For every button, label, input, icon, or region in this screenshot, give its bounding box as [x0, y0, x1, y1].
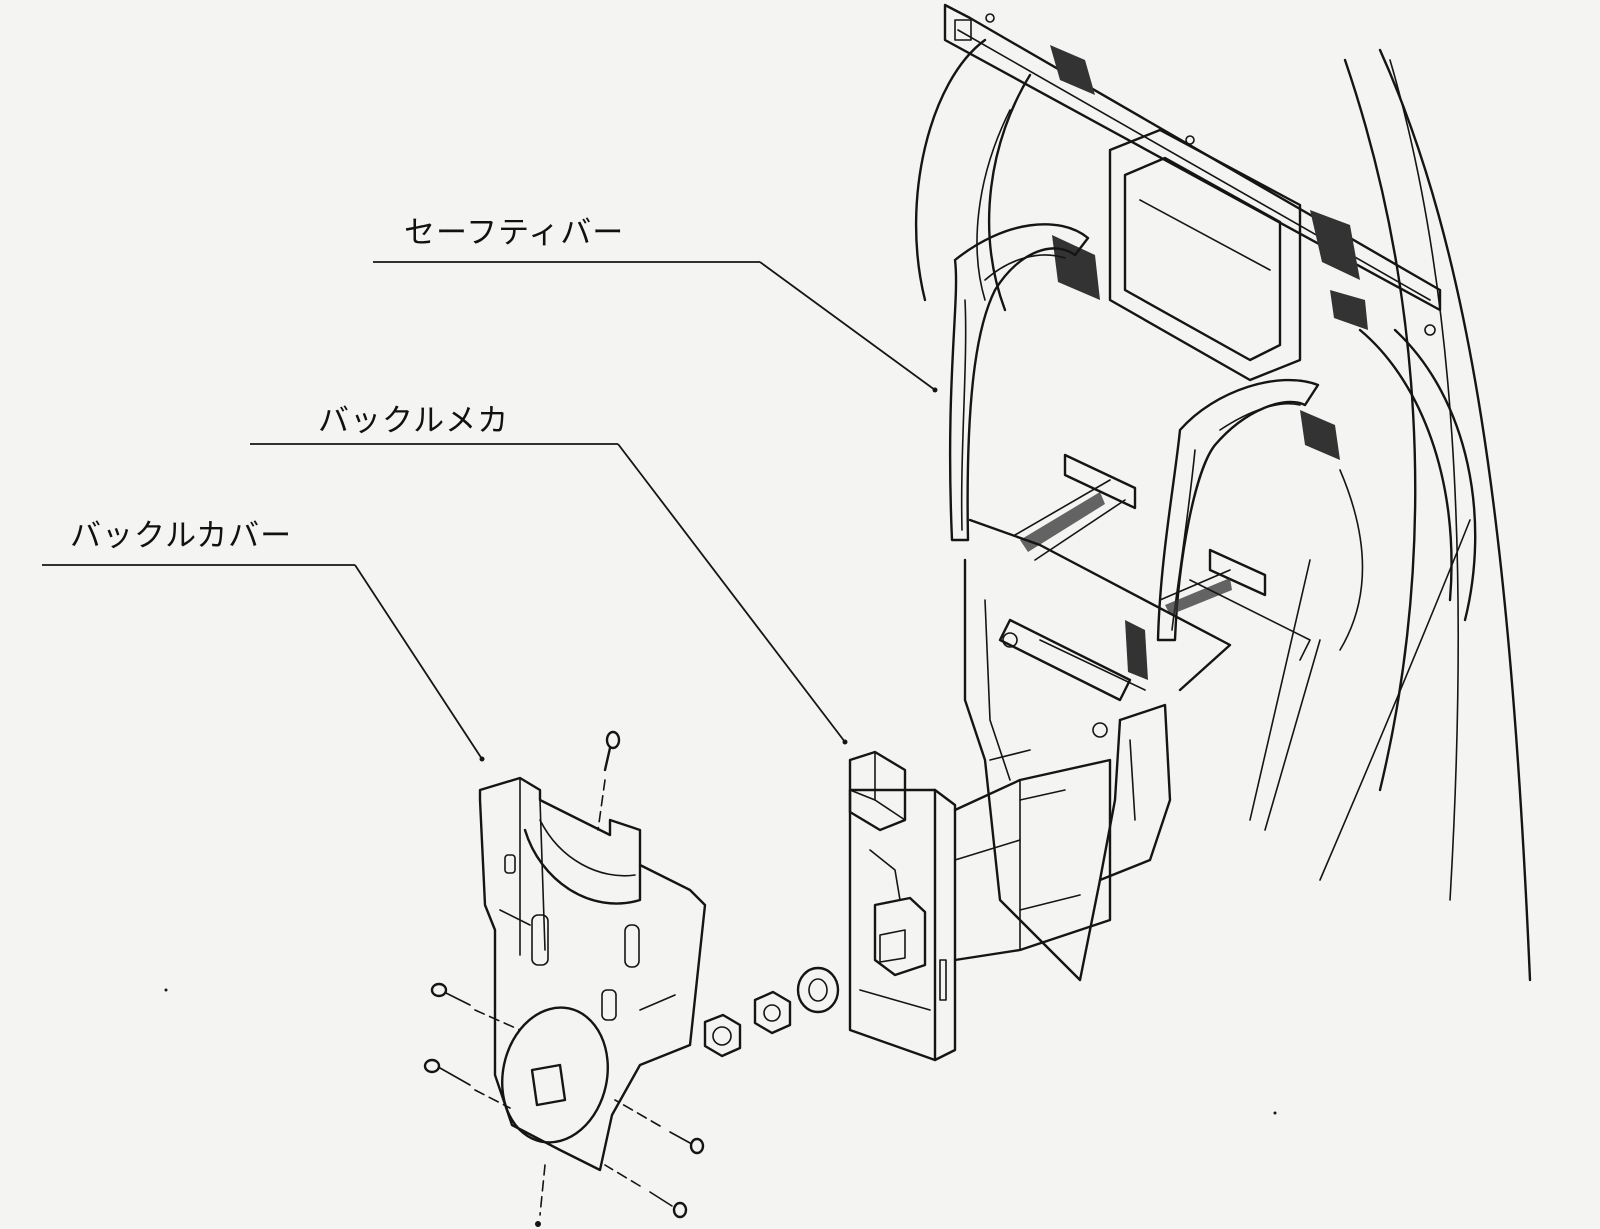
leader-buckle-cover [42, 564, 485, 762]
seat-assembly [914, 3, 1532, 982]
nut-washer-set [703, 966, 840, 1058]
leader-safety-bar [373, 261, 938, 393]
nut-1 [703, 1013, 742, 1058]
buckle-mechanism [848, 749, 1112, 1062]
screw-left-2 [423, 1058, 471, 1086]
screw-right-1 [669, 1131, 705, 1155]
leader-buckle-mech [250, 443, 848, 745]
callout-safety-bar: セーフティバー [404, 215, 625, 251]
callout-buckle-cover: バックルカバー [70, 518, 293, 554]
screw-top [603, 730, 621, 772]
screw-left-1 [430, 982, 471, 1006]
screw-top-axis [597, 779, 606, 831]
nut-2 [753, 990, 792, 1035]
callout-buckle-mech: バックルメカ [318, 403, 510, 439]
buckle-cover [478, 776, 707, 1172]
washer [796, 966, 840, 1014]
screw-right-2 [649, 1191, 688, 1219]
screw-bottom [535, 1164, 546, 1227]
